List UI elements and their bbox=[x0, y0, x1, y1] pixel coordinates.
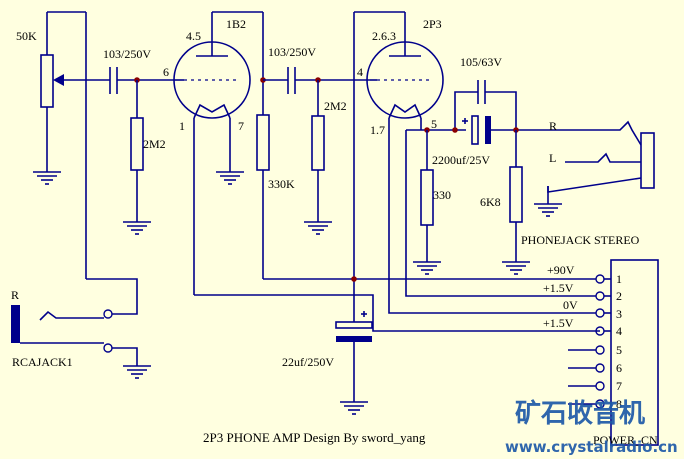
resistor-r1 bbox=[130, 80, 144, 222]
r1-label: 2M2 bbox=[143, 137, 166, 151]
tube-v2 bbox=[366, 12, 444, 119]
ground-symbol bbox=[122, 365, 152, 379]
rail-1: +90V bbox=[547, 263, 575, 277]
power-connector-name: POWER_CN bbox=[593, 433, 658, 447]
potentiometer-50k bbox=[40, 11, 110, 279]
resistor-r5 bbox=[509, 130, 523, 262]
v2-f1-pin: 1.7 bbox=[370, 123, 385, 137]
phonejack-name: PHONEJACK STEREO bbox=[521, 233, 640, 247]
capacitor-c3 bbox=[454, 80, 517, 130]
v2-pin-label: 2.6.3 bbox=[372, 29, 396, 43]
rca-right-label: R bbox=[11, 288, 19, 302]
resistor-r2 bbox=[311, 80, 325, 222]
ground-symbol bbox=[122, 221, 152, 235]
capacitor-c4 bbox=[462, 115, 540, 145]
ground-symbol bbox=[339, 401, 369, 415]
pin-7: 7 bbox=[616, 379, 622, 393]
rail-2: +1.5V bbox=[543, 281, 574, 295]
wire bbox=[405, 130, 600, 297]
resistor-r3 bbox=[256, 114, 600, 280]
ground-symbol bbox=[533, 203, 563, 217]
pot-label: 50K bbox=[16, 29, 37, 43]
pin-2: 2 bbox=[616, 289, 622, 303]
watermark-url: www.crystalradio.cn bbox=[505, 438, 678, 456]
c5-label: 22uf/250V bbox=[282, 355, 334, 369]
junction-dot bbox=[351, 276, 357, 282]
v2-label: 2P3 bbox=[423, 17, 442, 31]
v1-label: 1B2 bbox=[226, 17, 246, 31]
rca-jack bbox=[11, 278, 138, 366]
pin-6: 6 bbox=[616, 361, 622, 375]
r4-label: 330 bbox=[433, 188, 451, 202]
v1-pin-label: 4.5 bbox=[186, 29, 201, 43]
wire bbox=[388, 118, 600, 314]
v2-grid-pin: 4 bbox=[357, 65, 363, 79]
watermark-cn: 矿石收音机 bbox=[515, 398, 645, 429]
c4-label: 2200uf/25V bbox=[432, 153, 490, 167]
pin-5: 5 bbox=[616, 343, 622, 357]
pin-8: 8 bbox=[616, 397, 622, 411]
phone-jack-stereo bbox=[540, 120, 655, 204]
pin-3: 3 bbox=[616, 307, 622, 321]
rail-3: 0V bbox=[563, 298, 578, 312]
junction-dot bbox=[452, 127, 458, 133]
c3-label: 105/63V bbox=[460, 55, 502, 69]
v1-f2-pin: 7 bbox=[238, 119, 244, 133]
ground-symbol bbox=[412, 261, 442, 275]
c1-label: 103/250V bbox=[103, 47, 151, 61]
r5-label: 6K8 bbox=[480, 195, 501, 209]
rail-4: +1.5V bbox=[543, 316, 574, 330]
v2-f2-pin: 5 bbox=[431, 117, 437, 131]
pin-4: 4 bbox=[616, 324, 622, 338]
v1-f1-pin: 1 bbox=[179, 119, 185, 133]
capacitor-c2 bbox=[263, 67, 370, 94]
power-connector bbox=[568, 259, 659, 446]
ground-symbol bbox=[32, 171, 62, 185]
pin-1: 1 bbox=[616, 272, 622, 286]
diagram-title: 2P3 PHONE AMP Design By sword_yang bbox=[203, 430, 426, 445]
capacitor-c5 bbox=[335, 311, 373, 402]
ground-symbol bbox=[501, 261, 531, 275]
tube-v1 bbox=[173, 12, 251, 295]
ground-symbol bbox=[303, 221, 333, 235]
rca-name: RCAJACK1 bbox=[12, 355, 73, 369]
jack-left-label: L bbox=[549, 151, 556, 165]
c2-label: 103/250V bbox=[268, 45, 316, 59]
r3-label: 330K bbox=[268, 177, 295, 191]
jack-right-label: R bbox=[549, 119, 557, 133]
resistor-r4 bbox=[420, 130, 434, 262]
ground-symbol bbox=[215, 171, 245, 185]
wire bbox=[194, 294, 600, 332]
capacitor-c1 bbox=[109, 67, 175, 94]
v1-grid-pin: 6 bbox=[163, 65, 169, 79]
r2-label: 2M2 bbox=[324, 99, 347, 113]
